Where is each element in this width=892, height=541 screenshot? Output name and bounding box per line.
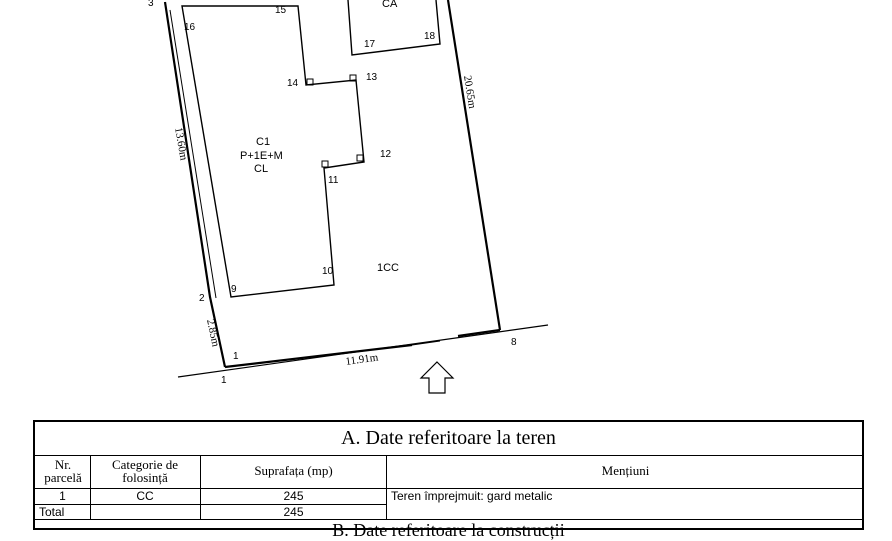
point-label-13: 13 [366,72,378,83]
row-nr: 1 [59,489,66,503]
header-nr-parcela: Nr. parcelă [44,457,82,485]
point-label-8: 8 [511,337,517,348]
header-categorie: Categorie de folosință [111,457,179,485]
point-label-10: 10 [322,266,334,277]
building-c1-outline [181,5,365,298]
point-label-11: 11 [328,175,339,186]
parcel-boundary-south-gap [457,328,501,338]
parcel-boundary-east [446,0,502,331]
point-label-15: 15 [275,5,287,16]
total-suprafata: 245 [283,505,304,519]
row-suprafata: 245 [283,489,304,503]
building-use: CL [254,163,268,175]
row-mentiuni: Teren împrejmuit: gard metalic [391,489,553,503]
point-label-14: 14 [287,78,299,89]
point-label-1-inner: 1 [233,351,239,362]
parcel-boundary-south [224,343,413,369]
next-section-title: B. Date referitoare la construcții [332,520,565,540]
access-arrow [419,361,455,394]
header-mentiuni: Mențiuni [601,463,650,478]
point-label-1: 1 [221,375,227,386]
header-suprafata: Suprafața (mp) [254,463,333,478]
dimension-south: 11.91m [345,351,380,368]
dimension-southwest: 2.85m [204,318,222,348]
yard-label: 1CC [377,262,399,274]
cadastral-plan: 3 15 16 17 18 14 13 12 11 10 9 2 1 1 8 C… [148,0,549,394]
total-label: Total [39,505,65,519]
annex-label: CA [382,0,398,10]
gate-mark [411,340,441,346]
point-label-17: 17 [364,39,376,50]
building-floors: P+1E+M [240,150,283,162]
point-label-16: 16 [184,22,196,33]
point-label-3: 3 [148,0,154,9]
row-categorie: CC [136,489,154,503]
dimension-east: 20.65m [461,75,478,110]
parcel-boundary-inner-west [169,9,217,299]
land-data-table: A. Date referitoare la teren Nr. parcelă… [33,420,864,540]
point-label-18: 18 [424,31,436,42]
parcel-boundary [163,1,227,368]
point-label-2: 2 [199,293,205,304]
point-label-12: 12 [380,149,392,160]
annex-ca-outline [347,0,441,56]
table-title: A. Date referitoare la teren [35,422,862,456]
dimension-west: 13.60m [172,126,190,161]
building-code: C1 [256,136,270,148]
point-label-9: 9 [231,284,237,295]
